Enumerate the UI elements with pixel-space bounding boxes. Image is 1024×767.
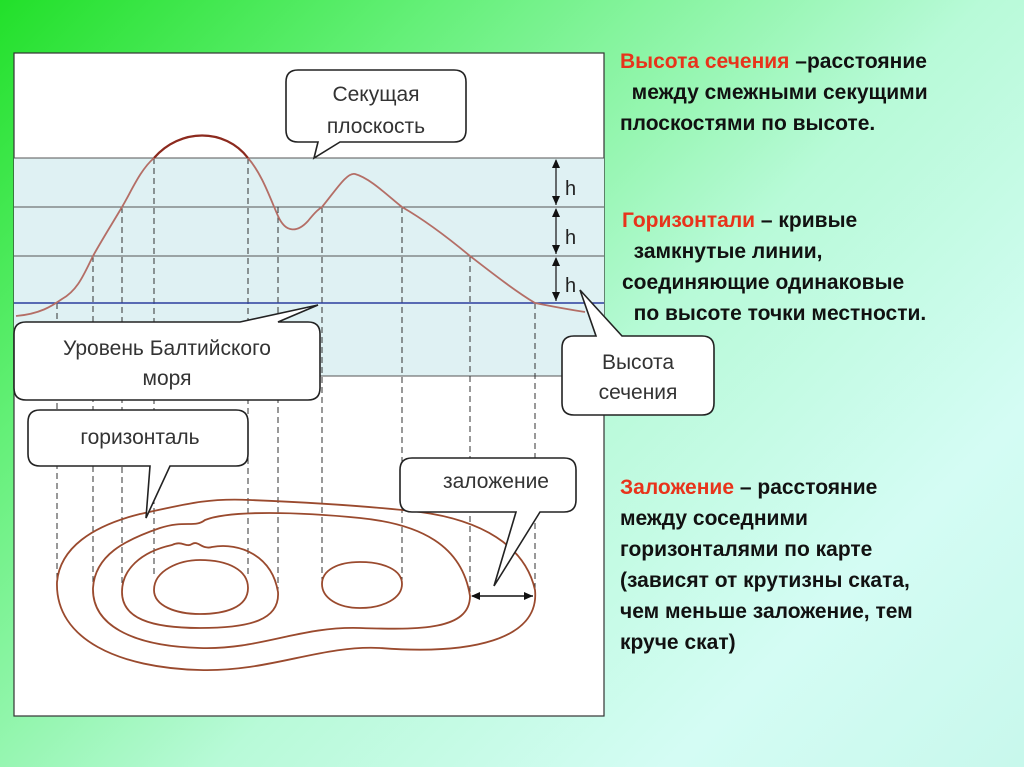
callout-cutting-plane-line1: Секущая <box>332 83 419 106</box>
definition-section-height-line3: плоскостями по высоте. <box>620 112 876 135</box>
definition-laying-line5: чем меньше заложение, тем <box>620 600 913 623</box>
definition-laying-line1: – расстояние <box>734 476 878 499</box>
h-label-3: h <box>565 275 576 297</box>
callout-section-height-line2: сечения <box>599 381 678 404</box>
definition-section-height-line1: –расстояние <box>789 50 927 73</box>
term-laying: Заложение <box>620 476 735 499</box>
definition-section-height: Высота сечения –расстояние между смежным… <box>620 46 928 139</box>
plane-band-2 <box>14 207 604 256</box>
term-contour: Горизонтали <box>622 209 756 232</box>
plane-band-3 <box>14 256 604 303</box>
callout-cutting-plane-line2: плоскость <box>327 115 425 138</box>
contour-3 <box>121 542 279 629</box>
definition-contour-line3: соединяющие одинаковые <box>622 271 905 294</box>
callout-baltic-level: Уровень Балтийского моря <box>13 304 321 401</box>
callout-contour-label: горизонталь <box>80 426 199 449</box>
callout-baltic-level-line1: Уровень Балтийского <box>63 337 271 360</box>
term-section-height: Высота сечения <box>620 50 790 73</box>
callout-section-height-line1: Высота <box>602 351 674 374</box>
terrain-profile <box>15 134 586 317</box>
definition-laying: Заложение – расстояние между соседними г… <box>620 472 913 658</box>
contour-4 <box>153 559 249 615</box>
definition-contour-line4: по высоте точки местности. <box>627 302 927 325</box>
callout-section-height: Высота сечения <box>561 289 715 416</box>
definition-contour: Горизонтали – кривые замкнутые линии, со… <box>622 205 926 329</box>
contour-2 <box>92 512 471 649</box>
h-label-2: h <box>565 227 576 249</box>
definition-contour-line2: замкнутые линии, <box>627 240 823 263</box>
contour-outer <box>56 498 536 671</box>
plane-band-1 <box>14 158 604 207</box>
terrain-peak <box>153 134 249 159</box>
definition-laying-line3: горизонталями по карте <box>620 538 873 561</box>
callout-laying-label: заложение <box>443 470 549 493</box>
callout-baltic-level-line2: моря <box>143 367 192 390</box>
definition-laying-line6: круче скат) <box>620 631 736 654</box>
callout-laying: заложение <box>399 457 577 587</box>
contour-5 <box>321 561 403 609</box>
definition-laying-line2: между соседними <box>620 507 808 530</box>
definition-section-height-line2: между смежными секущими <box>625 81 928 104</box>
definition-contour-line1: – кривые <box>755 209 858 232</box>
callout-contour: горизонталь <box>27 409 249 519</box>
callout-cutting-plane: Секущая плоскость <box>285 69 467 160</box>
definition-laying-line4: (зависят от крутизны ската, <box>620 569 910 592</box>
contour-map <box>56 498 536 671</box>
h-label-1: h <box>565 178 576 200</box>
